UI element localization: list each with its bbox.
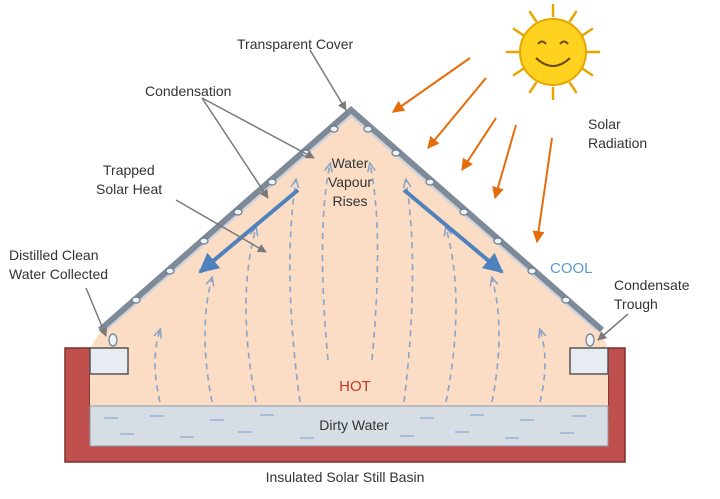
label-condensation: Condensation — [145, 83, 231, 99]
left-drip-drop — [108, 333, 118, 347]
label-solar-radiation-line2: Radiation — [588, 135, 647, 151]
smiling-sun-icon — [505, 3, 601, 101]
label-trapped-heat-line1: Trapped — [103, 162, 155, 178]
water-ripples — [104, 414, 586, 439]
warm-air-region — [90, 112, 608, 406]
label-water-vapour-line2: Vapour — [328, 174, 372, 190]
label-condensate-trough-line2: Trough — [614, 296, 658, 312]
label-transparent-cover: Transparent Cover — [237, 36, 354, 52]
right-drip-drop — [585, 333, 595, 347]
callout-lines — [85, 49, 629, 341]
right-condensate-trough — [569, 347, 609, 375]
left-condensate-trough — [89, 347, 129, 375]
right-flow-arrow — [402, 188, 504, 274]
label-distilled-line2: Water Collected — [9, 266, 108, 282]
label-trapped-heat-line2: Solar Heat — [96, 181, 162, 197]
label-distilled-line1: Distilled Clean — [9, 247, 98, 263]
label-water-vapour-line3: Rises — [332, 193, 367, 209]
label-dirty-water: Dirty Water — [319, 417, 389, 433]
label-solar-radiation-line1: Solar — [588, 116, 621, 132]
label-hot: HOT — [339, 378, 371, 395]
label-basin: Insulated Solar Still Basin — [266, 469, 425, 485]
left-flow-arrow — [198, 188, 300, 274]
label-condensate-trough-line1: Condensate — [614, 277, 690, 293]
solar-radiation-arrows — [392, 57, 553, 244]
transparent-cover — [98, 106, 604, 333]
dirty-water — [89, 405, 609, 447]
vapour-arrows — [155, 164, 545, 403]
label-cool: COOL — [550, 260, 593, 277]
label-water-vapour-line1: Water — [332, 155, 369, 171]
